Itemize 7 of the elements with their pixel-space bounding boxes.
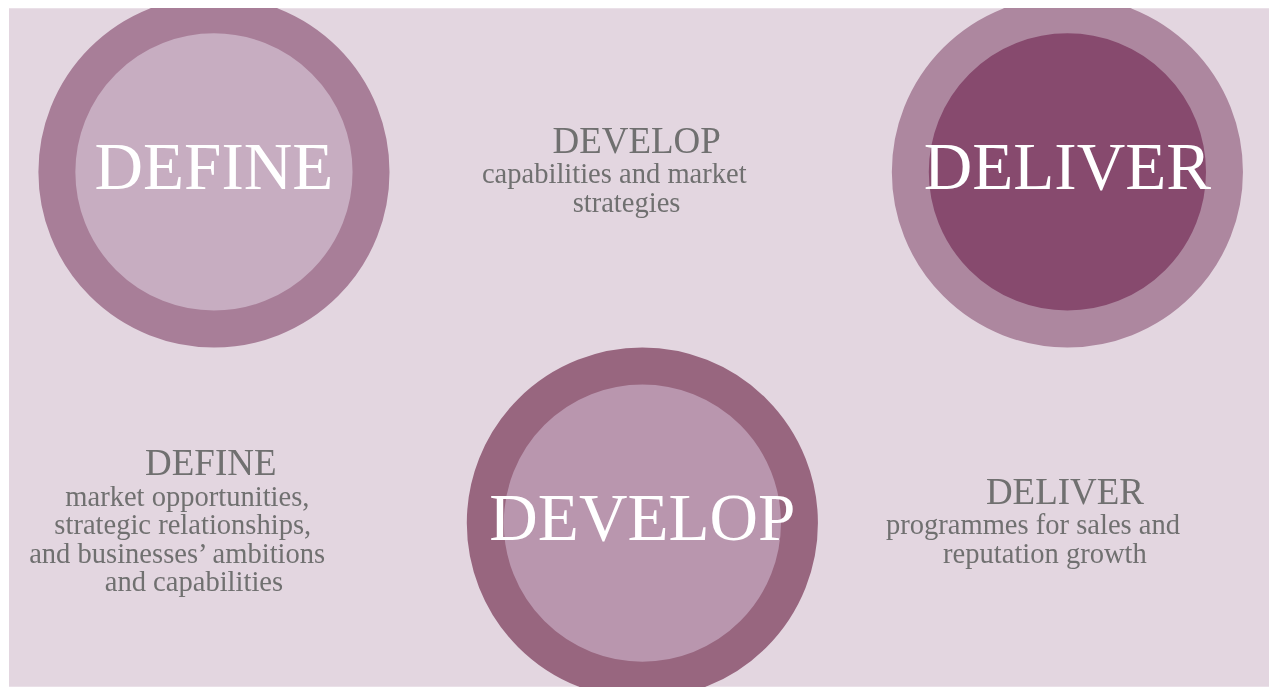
- node-circle: DELIVER: [891, 8, 1243, 348]
- node-label: DEVELOP: [551, 119, 721, 161]
- node-label: programmes for sales and reputation growth: [885, 509, 1180, 569]
- node-label: DELIVER: [985, 470, 1144, 512]
- node-label: capabilities and market strategies: [481, 158, 747, 218]
- node-circle: DEVELOP: [466, 347, 818, 687]
- node-circle: DEFINE: [37, 8, 390, 348]
